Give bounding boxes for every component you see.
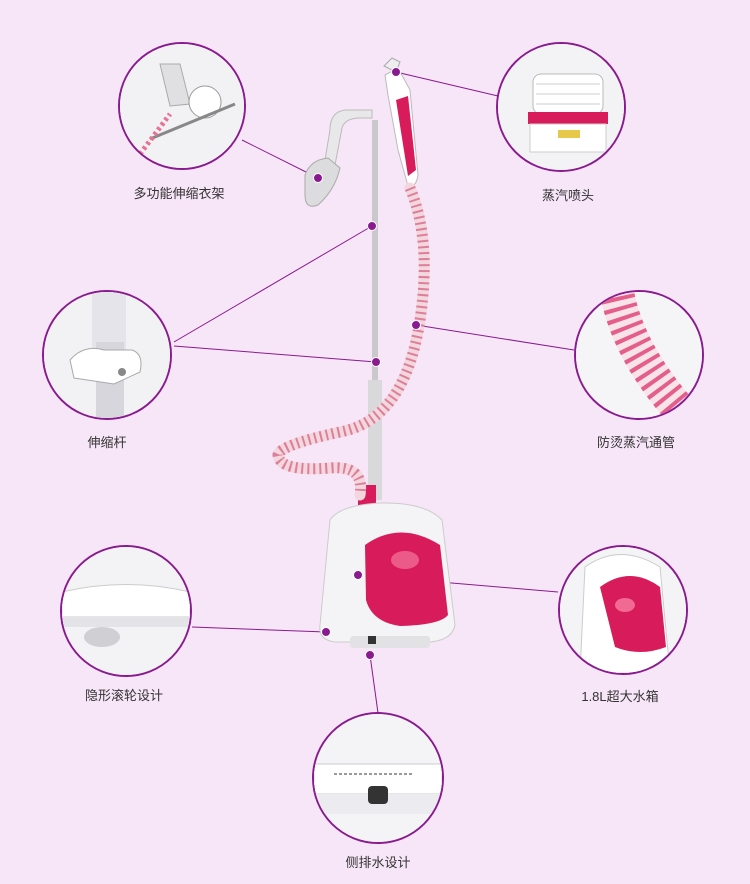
wheel-detail-image bbox=[62, 547, 190, 675]
hotspot-hose bbox=[411, 320, 421, 330]
connector-nozzle bbox=[395, 71, 499, 97]
hose-pattern bbox=[272, 185, 430, 496]
tank-caption: 1.8L超大水箱 bbox=[581, 689, 659, 704]
hotspot-drain bbox=[365, 650, 375, 660]
wheel-detail-circle bbox=[60, 545, 192, 677]
connector-hanger bbox=[241, 139, 319, 179]
pole-detail-circle bbox=[42, 290, 172, 420]
tank-detail-image bbox=[560, 547, 686, 673]
connector-wheel bbox=[191, 626, 327, 633]
hotspot-tank bbox=[353, 570, 363, 580]
hotspot-wheel bbox=[321, 627, 331, 637]
connector-hose bbox=[415, 324, 575, 351]
hanger-hook bbox=[304, 157, 341, 207]
hanger-arm bbox=[324, 109, 373, 166]
hanger-detail-circle bbox=[118, 42, 246, 170]
hose-detail-image bbox=[576, 292, 702, 418]
nozzle-detail-circle bbox=[496, 42, 626, 172]
base-foot bbox=[350, 636, 430, 648]
hanger-caption: 多功能伸缩衣架 bbox=[133, 186, 225, 201]
hotspot-pole-lower bbox=[371, 357, 381, 367]
drain-caption: 侧排水设计 bbox=[345, 855, 411, 870]
hotspot-hanger bbox=[313, 173, 323, 183]
nozzle-stripe bbox=[396, 96, 416, 176]
pole-caption: 伸缩杆 bbox=[87, 435, 127, 450]
connector-drain bbox=[369, 654, 379, 714]
drain-detail-image bbox=[314, 714, 442, 842]
pole-upper bbox=[372, 120, 378, 380]
water-tank bbox=[365, 532, 448, 626]
hose-caption: 防烫蒸汽通管 bbox=[596, 435, 676, 450]
connector-pole-upper bbox=[173, 225, 373, 343]
hose-detail-circle bbox=[574, 290, 704, 420]
nozzle-detail-image bbox=[498, 44, 624, 170]
tank-detail-circle bbox=[558, 545, 688, 675]
hanger-detail-image bbox=[120, 44, 244, 168]
pole-detail-image bbox=[44, 292, 170, 418]
pole-lower bbox=[368, 380, 382, 500]
hotspot-nozzle bbox=[391, 67, 401, 77]
hose-outer bbox=[272, 182, 430, 501]
drain-detail-circle bbox=[312, 712, 444, 844]
tank-highlight bbox=[391, 551, 419, 569]
nozzle-caption: 蒸汽喷头 bbox=[541, 188, 595, 203]
hotspot-pole-upper bbox=[367, 221, 377, 231]
connector-pole-lower bbox=[173, 345, 377, 363]
drain-port bbox=[368, 636, 376, 644]
wheel-caption: 隐形滚轮设计 bbox=[84, 688, 164, 703]
